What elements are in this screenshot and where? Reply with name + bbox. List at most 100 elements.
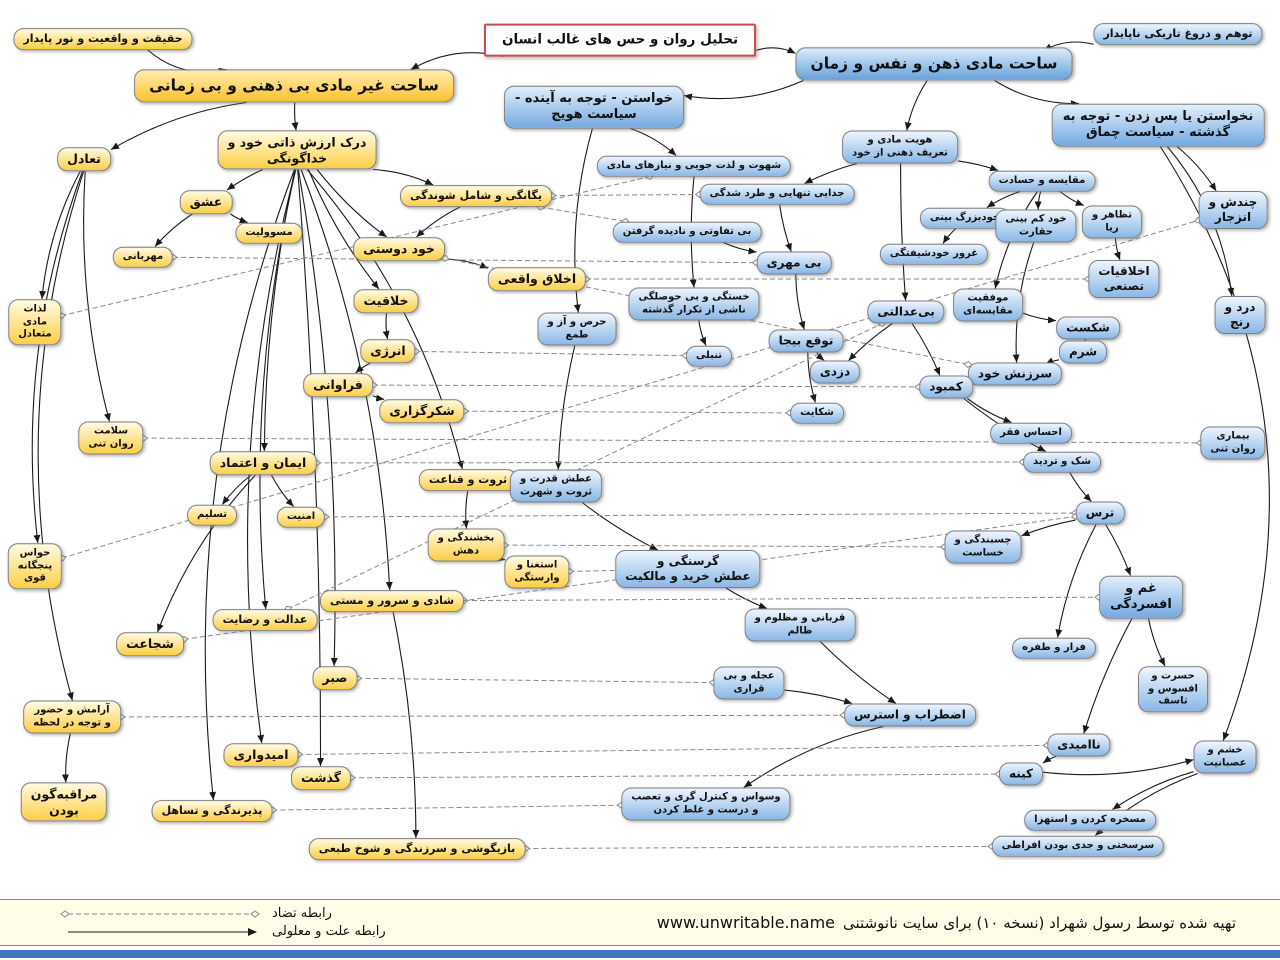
node-joy: شادی و سرور و مستی (319, 590, 465, 612)
edge-causal-depression-regret (1147, 618, 1166, 667)
node-psyillness: بیماری روان تنی (1200, 426, 1266, 460)
solid-arrow-sample-icon (68, 927, 257, 936)
node-fakeethics: اخلاقیات تصنعی (1088, 260, 1160, 298)
node-inferiority: خود کم بینی حقارت (995, 209, 1077, 243)
node-greed: حرص و آز و طمع (537, 312, 617, 346)
edge-causal-material-identity (904, 80, 928, 131)
edge-contrast-joy-depression (464, 597, 1099, 600)
node-despair: ناامیدی (1047, 733, 1111, 757)
edge-causal-unkindness-expectation (795, 274, 806, 330)
edge-causal-selfworth-love (226, 168, 264, 191)
edge-causal-notwanting-disgust (1176, 146, 1217, 192)
edge-causal-faith-security (270, 474, 295, 507)
edge-causal-separation-unkindness (779, 204, 792, 252)
node-theft: دزدی (809, 360, 861, 384)
edge-causal-comparison-pretense (1059, 191, 1085, 207)
edge-causal-anxiety-obsession (743, 725, 884, 788)
node-moderatepleasures: لذات مادی متعادل (8, 299, 62, 345)
node-selflove: خود دوستی (353, 237, 445, 261)
node-creativity: خلاقیت (353, 289, 419, 313)
node-anger: خشم و عصبانیت (1193, 740, 1257, 774)
edge-contrast-strongsenses-disgust (62, 220, 1199, 558)
node-lust: شهوت و لذت جویی و نیازهای مادی (596, 155, 792, 177)
footer-credit: تهیه شده توسط رسول شهراد (نسخه ۱۰) برای … (657, 913, 1236, 932)
edge-causal-comparison-inferiority (1034, 191, 1042, 210)
bottom-blue-bar (0, 950, 1280, 958)
dashed-line-sample-icon (60, 909, 260, 918)
edge-causal-greed-powerthirst (554, 345, 576, 470)
node-selfblame: سرزنش خود (967, 362, 1063, 386)
node-laziness: تنبلی (685, 345, 733, 367)
edge-causal-comparison-arrogance (986, 190, 1021, 208)
edge-contrast-forgiveness-grudge (351, 774, 999, 778)
node-disgust: چندش و انزجار (1198, 191, 1268, 229)
node-expectation: توقع بیجا (768, 329, 844, 353)
node-playfulness: بازیگوشی و سرزندگی و شوخ طبعی (308, 838, 526, 860)
node-stinginess: چسبندگی و خساست (944, 530, 1022, 564)
node-hunger: گرسنگی و عطش خرید و مالکیت (615, 550, 761, 588)
node-wealth: ثروت و قناعت (418, 469, 518, 491)
edge-causal-victim-anxiety (819, 641, 897, 704)
edge-causal-balance-psyhealth (83, 170, 111, 422)
node-surrender: تسلیم (187, 504, 237, 526)
edge-causal-identity-injustice (900, 163, 909, 301)
node-pain: درد و رنج (1214, 296, 1266, 334)
edge-causal-joy-playfulness (392, 611, 420, 839)
edge-causal-wanting-lust (630, 127, 677, 156)
node-grudge: کینه (998, 762, 1044, 786)
credit-text: تهیه شده توسط رسول شهراد (نسخه ۱۰) برای … (843, 913, 1236, 932)
edge-contrast-hope-despair (299, 745, 1048, 754)
node-gratitude: شکرگزاری (379, 399, 465, 423)
edge-causal-balance-moderatepleasures (39, 170, 81, 300)
edge-causal-abundance-gratitude (372, 394, 385, 402)
node-escape: فرار و طفره (1012, 637, 1096, 659)
node-pretense: تظاهر و ریا (1081, 205, 1143, 239)
edge-contrast-security-fear (325, 513, 1076, 517)
edge-contrast-oneness-indifference (541, 207, 626, 222)
node-lack: کمبود (919, 375, 973, 399)
node-detachment: استغنا و وارستگی (504, 555, 570, 589)
edge-causal-haste-anxiety (784, 689, 853, 705)
node-powerthirst: عطش قدرت و ثروت و شهرت (509, 469, 603, 503)
node-arrogance: خودبزرگ بینی (919, 207, 1011, 229)
edge-causal-depression-despair (1082, 618, 1133, 734)
node-compsuccess: موفقیت مقایسه‌ای (953, 288, 1023, 322)
edge-causal-love-responsibility (230, 213, 248, 224)
edge-causal-despair-grudge (1042, 755, 1057, 764)
node-faith: ایمان و اعتماد (209, 451, 317, 475)
legend-dashed-label: رابطه تضاد (272, 906, 332, 921)
node-courage: شجاعت (116, 632, 184, 656)
edge-causal-fear-depression (1105, 524, 1132, 576)
edge-causal-fear-escape (1055, 524, 1097, 638)
node-depression: غم و افسردگی (1099, 575, 1183, 619)
node-notwanting: نخواستن یا پس زدن - توجه به گذشته - سیاس… (1051, 103, 1265, 147)
edge-causal-oneness-selflove (416, 206, 461, 238)
edge-causal-grudge-anger (1042, 758, 1194, 776)
node-illusion: توهم و دروغ تاریکی ناپایدار (1093, 23, 1263, 45)
edges-svg (31, 41, 1270, 897)
edge-causal-love-kindness (154, 213, 193, 247)
node-energy: انرژی (360, 339, 416, 363)
edge-causal-energy-abundance (355, 362, 371, 374)
edge-causal-creativity-energy (382, 312, 390, 340)
edge-contrast-gratitude-complaint (465, 411, 791, 413)
edge-contrast-justice-injustice (288, 324, 882, 610)
node-meditative: مراقبه‌گون بودن (20, 782, 108, 822)
edge-causal-balance-calm (37, 170, 85, 701)
node-doubt: شک و تردید (1023, 451, 1101, 473)
edge-causal-compsuccess-failure (1022, 312, 1057, 324)
legend-solid-label: رابطه علت و معلولی (272, 924, 386, 939)
edge-causal-faith-surrender (221, 474, 252, 505)
node-haste: عجله و بی قراری (713, 666, 785, 700)
edge-causal-hunger-victim (725, 587, 768, 610)
edge-causal-arrogance-narcissism (942, 228, 957, 244)
website-link[interactable]: www.unwritable.name (656, 913, 836, 932)
legend-bar: رابطه تضاد رابطه علت و معلولی تهیه شده ت… (0, 899, 1280, 946)
node-mockery: مسخره کردن و استهزا (1024, 809, 1156, 831)
edge-causal-identity-comparison (957, 160, 999, 172)
edge-contrast-oneness-separation (552, 195, 700, 196)
edge-causal-wealth-generosity (462, 490, 470, 529)
node-acceptance: پذیرندگی و تساهل (151, 800, 273, 822)
edge-contrast-abundance-lack (373, 385, 919, 387)
node-narcissism: غرور خودشیفتگی (879, 243, 989, 265)
